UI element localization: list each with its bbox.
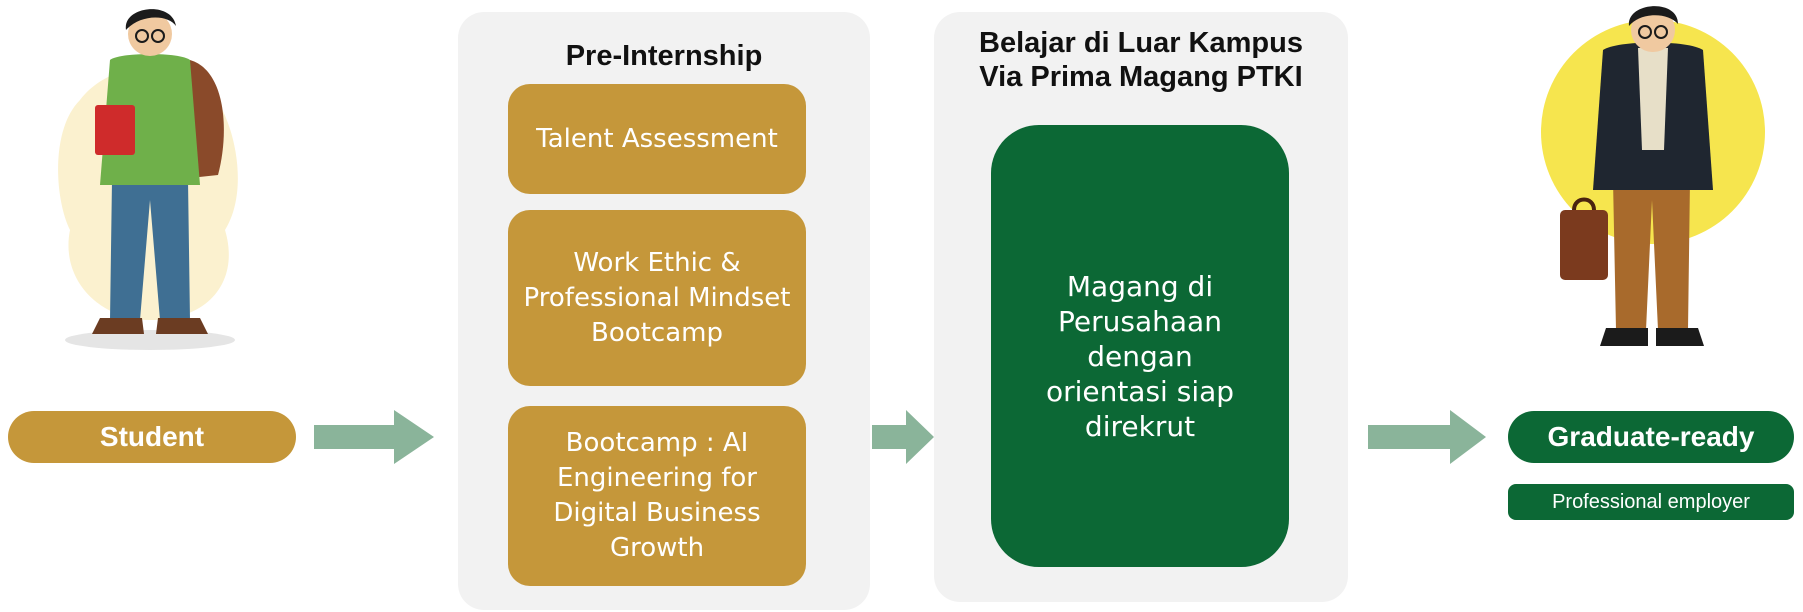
student-pill: Student — [8, 411, 296, 463]
arrow-right-icon — [314, 410, 434, 464]
ai-engineering-bootcamp-box: Bootcamp : AI Engineering for Digital Bu… — [508, 406, 806, 586]
student-label: Student — [99, 421, 205, 452]
graduate-ready-pill: Graduate-ready — [1508, 411, 1794, 463]
outside-campus-panel: Belajar di Luar Kampus Via Prima Magang … — [934, 12, 1348, 602]
work-ethic-bootcamp-box: Work Ethic & Professional Mindset Bootca… — [508, 210, 806, 386]
professional-employer-tag: Professional employer — [1508, 484, 1794, 520]
graduate-illustration-icon — [1541, 6, 1765, 346]
outside-campus-title: Belajar di Luar Kampus Via Prima Magang … — [979, 27, 1303, 93]
arrow-right-icon — [1368, 410, 1486, 464]
student-illustration-icon — [58, 9, 238, 350]
pre-internship-panel: Pre-Internship Talent Assessment Work Et… — [458, 12, 870, 610]
professional-employer-label: Professional employer — [1552, 490, 1750, 513]
arrow-right-icon — [872, 410, 934, 464]
internship-box: Magang di Perusahaan dengan orientasi si… — [991, 125, 1289, 567]
pre-internship-title: Pre-Internship — [565, 40, 763, 72]
talent-assessment-box: Talent Assessment — [508, 84, 806, 194]
graduate-ready-label: Graduate-ready — [1547, 421, 1755, 452]
